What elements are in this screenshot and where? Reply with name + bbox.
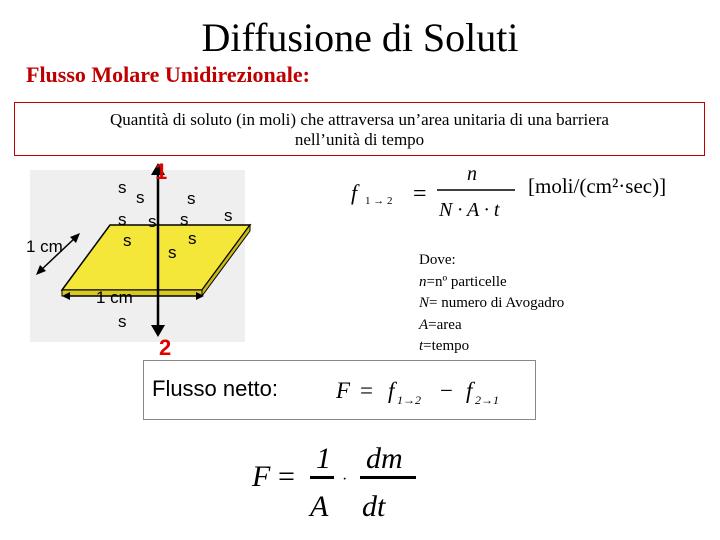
- legend-item: n=nº particelle: [419, 273, 507, 290]
- legend-item: t=tempo: [419, 338, 470, 354]
- net-flux-derivative-formula: F = 1 A · dm dt: [251, 442, 416, 523]
- legend-item: A=area: [419, 316, 462, 333]
- width-label: 1 cm: [96, 288, 133, 307]
- definition-line-1: Quantità di soluto (in moli) che attrave…: [110, 110, 609, 129]
- solute-particle: s: [168, 243, 177, 262]
- flux-formula-subscript: 1 → 2: [365, 195, 393, 207]
- legend-header: Dove:: [419, 252, 456, 268]
- depth-label: 1 cm: [26, 237, 63, 256]
- side-2-label: 2: [159, 335, 171, 360]
- barrier-plate-side: [201, 223, 251, 298]
- solute-particle: s: [118, 312, 127, 331]
- fraction-1-bar: [310, 476, 334, 479]
- slide-title: Diffusione di Soluti: [201, 15, 519, 60]
- solute-particle: s: [224, 206, 233, 225]
- solute-particle: s: [118, 210, 127, 229]
- width-arrow-head-b: [196, 292, 204, 300]
- fraction-2-numerator: dm: [366, 442, 403, 475]
- flux-formula-numerator: n: [467, 163, 477, 185]
- definition-line-2: nell’unità di tempo: [294, 130, 425, 149]
- equals-sign: =: [413, 181, 427, 207]
- fraction-2-bar: [360, 476, 416, 479]
- fraction-1-denominator: A: [308, 490, 329, 523]
- solute-particle: s: [118, 178, 127, 197]
- net-flux-formula: F = f 1→2 − f 2→1: [335, 378, 499, 407]
- depth-arrow-head-b: [70, 233, 80, 243]
- subtitle: Flusso Molare Unidirezionale:: [26, 62, 310, 87]
- net-flux-term-1-subscript: 1→2: [397, 393, 421, 407]
- minus-sign: −: [440, 378, 453, 403]
- solute-particle: s: [123, 231, 132, 250]
- depth-arrow-head-a: [36, 265, 46, 275]
- width-arrow-head-a: [62, 292, 70, 300]
- net-flux-term-1: f: [388, 378, 398, 403]
- fraction-2-denominator: dt: [362, 490, 386, 523]
- solute-particle: s: [188, 229, 197, 248]
- fraction-1-numerator: 1: [316, 442, 331, 475]
- solute-particle: s: [136, 188, 145, 207]
- net-flux-term-2-subscript: 2→1: [475, 393, 499, 407]
- derivative-lhs: F: [251, 460, 271, 493]
- flux-units: [moli/(cm²·sec)]: [528, 174, 667, 198]
- flux-formula-denominator: N · A · t: [438, 199, 500, 221]
- solute-particle: s: [148, 212, 157, 231]
- definition-box: Quantità di soluto (in moli) che attrave…: [14, 102, 705, 156]
- depth-arrow: [39, 236, 77, 272]
- diffusion-diagram: s s s s s s s s s s s 1 cm 1 cm 1 2: [26, 159, 252, 360]
- equals-sign: =: [360, 378, 373, 403]
- net-flux-label: Flusso netto:: [152, 376, 278, 401]
- symbol-legend: Dove: n=nº particelle N= numero di Avoga…: [419, 250, 564, 358]
- flux-formula: f 1 → 2 = n N · A · t: [351, 163, 515, 221]
- solute-particle: s: [180, 210, 189, 229]
- side-1-label: 1: [155, 159, 167, 184]
- legend-item: N= numero di Avogadro: [419, 295, 565, 311]
- equals-sign: =: [278, 460, 295, 493]
- flux-arrow-head-down: [151, 325, 165, 337]
- flux-formula-lhs: f: [351, 180, 360, 205]
- multiply-dot: ·: [342, 471, 347, 488]
- flux-arrow-head-up: [151, 163, 165, 175]
- net-flux-box: [143, 360, 536, 420]
- net-flux-lhs: F: [335, 378, 351, 403]
- solute-particle: s: [187, 189, 196, 208]
- net-flux-term-2: f: [466, 378, 476, 403]
